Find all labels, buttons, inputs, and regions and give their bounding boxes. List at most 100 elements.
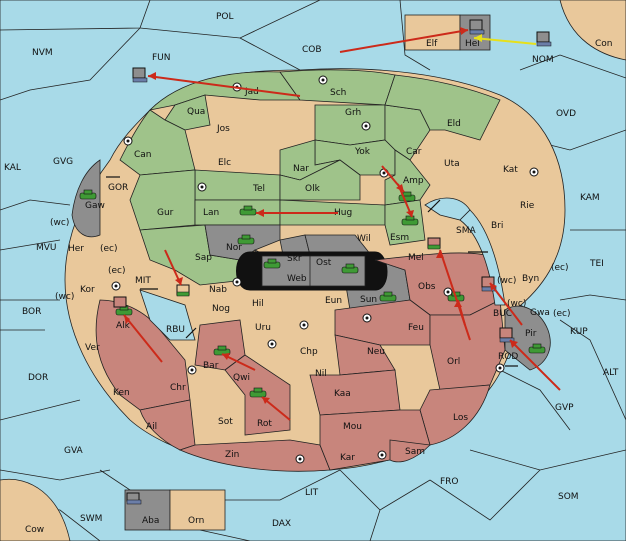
supply-center-dot	[197, 182, 207, 192]
fleet-jad-area[interactable]	[132, 67, 148, 83]
label-coast-wc-byn: (wc)	[497, 276, 516, 286]
region-sam[interactable]	[389, 439, 431, 463]
label-ost: Ost	[316, 258, 332, 268]
label-qwi: Qwi	[233, 373, 250, 383]
label-hug: Hug	[334, 208, 352, 218]
label-jos: Jos	[216, 124, 230, 134]
region-labels: POL COB NVM FUN Con NOM OVD KAL GVG KAM …	[4, 12, 619, 535]
region-pir[interactable]	[504, 305, 551, 371]
label-skr: Skr	[287, 254, 302, 264]
label-chr: Chr	[170, 383, 186, 393]
label-mit: MIT	[135, 276, 151, 286]
label-con: Con	[595, 39, 613, 49]
label-lit: LIT	[305, 488, 319, 498]
green-army-nor[interactable]	[237, 234, 255, 245]
label-web: Web	[287, 274, 307, 284]
label-coast-ec-kor: (ec)	[108, 266, 126, 276]
label-kam: KAM	[580, 193, 600, 203]
green-army-web[interactable]	[263, 258, 281, 269]
fleet-rod[interactable]	[499, 327, 515, 343]
region-can[interactable]	[119, 109, 196, 176]
label-dor: DOR	[28, 373, 48, 383]
region-web-inner[interactable]	[261, 255, 366, 287]
label-eld: Eld	[447, 119, 461, 129]
label-esm: Esm	[390, 233, 409, 243]
label-alt: ALT	[603, 368, 619, 378]
supply-center-dot	[377, 450, 387, 460]
label-sap: Sap	[195, 253, 212, 263]
region-rbu[interactable]	[139, 289, 196, 341]
fleet-hel[interactable]	[469, 19, 485, 35]
label-olk: Olk	[305, 184, 321, 194]
label-nar: Nar	[293, 164, 309, 174]
label-sun: Sun	[360, 295, 377, 305]
label-gvg: GVG	[53, 157, 73, 167]
label-lan: Lan	[203, 208, 219, 218]
green-army-pir[interactable]	[528, 343, 546, 354]
supply-center-dot	[362, 313, 372, 323]
supply-center-dot	[318, 75, 328, 85]
green-army-ost[interactable]	[341, 263, 359, 274]
label-coast-ec-her: (ec)	[100, 244, 118, 254]
label-mvu: MVU	[36, 243, 57, 253]
region-kaa[interactable]	[309, 369, 401, 416]
fleet-mit[interactable]	[176, 284, 190, 297]
label-neu: Neu	[367, 347, 385, 357]
green-army-lan[interactable]	[239, 205, 257, 216]
region-qua[interactable]	[164, 94, 211, 131]
fleet-buc[interactable]	[481, 276, 497, 292]
label-nor: Nor	[226, 243, 242, 253]
region-eld[interactable]	[384, 74, 501, 141]
label-nog: Nog	[212, 304, 230, 314]
label-rod: ROD	[498, 352, 518, 362]
support-arrow	[473, 34, 537, 45]
label-sot: Sot	[218, 417, 233, 427]
label-ver: Ver	[85, 343, 100, 353]
green-army-sun[interactable]	[379, 291, 397, 302]
label-her: Her	[68, 244, 84, 254]
label-gur: Gur	[157, 208, 174, 218]
label-alk: Alk	[116, 321, 131, 331]
fleet-nom[interactable]	[536, 31, 552, 47]
fleet-aba[interactable]	[126, 492, 142, 505]
label-nab: Nab	[209, 285, 227, 295]
fleet-mel[interactable]	[427, 237, 441, 250]
label-qua: Qua	[187, 107, 205, 117]
green-army-rot[interactable]	[249, 387, 267, 398]
supply-center-dot	[495, 363, 505, 373]
label-rie: Rie	[520, 201, 535, 211]
label-ovd: OVD	[556, 109, 576, 119]
label-pol: POL	[216, 12, 234, 22]
label-coast-wc-gwa: (wc)	[507, 299, 526, 309]
supply-center-dot	[123, 136, 133, 146]
region-tel[interactable]	[194, 169, 281, 201]
label-kat: Kat	[503, 165, 518, 175]
label-byn: Byn	[522, 274, 539, 284]
label-orn: Orn	[188, 516, 204, 526]
label-coast-ec-byn: (ec)	[551, 263, 569, 273]
label-uta: Uta	[444, 159, 460, 169]
fleet-kor[interactable]	[113, 296, 127, 308]
label-nvm: NVM	[32, 48, 53, 58]
label-eun: Eun	[325, 296, 342, 306]
units	[79, 19, 552, 505]
label-feu: Feu	[408, 323, 424, 333]
region-gur[interactable]	[129, 169, 196, 231]
label-fro: FRO	[440, 477, 459, 487]
label-mou: Mou	[343, 422, 362, 432]
label-gva: GVA	[64, 446, 84, 456]
label-bri: Bri	[491, 221, 503, 231]
green-army-esm[interactable]	[401, 215, 419, 226]
region-orn[interactable]	[169, 489, 226, 531]
label-wil: Wil	[357, 234, 371, 244]
label-yok: Yok	[354, 147, 371, 157]
label-nom: NOM	[532, 55, 554, 65]
label-sma: SMA	[456, 226, 476, 236]
label-gvp: GVP	[555, 403, 574, 413]
label-bor: BOR	[22, 307, 41, 317]
label-coast-wc-kor: (wc)	[55, 292, 74, 302]
green-army-gaw[interactable]	[79, 189, 97, 200]
label-pir: Pir	[525, 329, 537, 339]
